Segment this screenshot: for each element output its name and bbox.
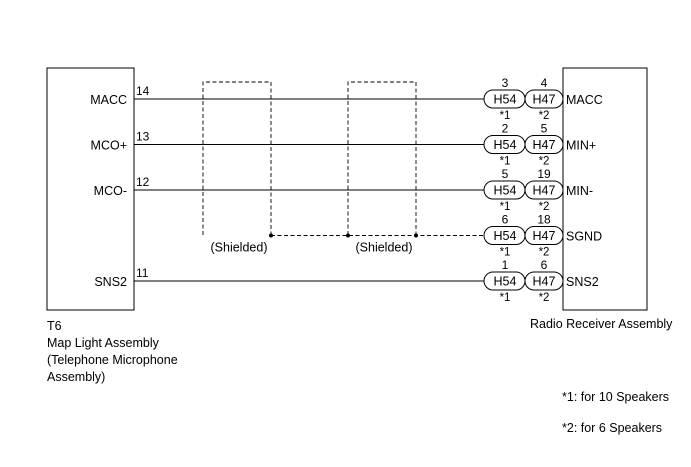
connector-h47-label: H47 [533, 275, 556, 289]
h54-pin-number: 3 [502, 76, 509, 90]
connector-h47-label: H47 [533, 93, 556, 107]
variant-mark-2: *2 [539, 292, 550, 304]
variant-mark-2: *2 [539, 110, 550, 122]
left-pin-number: 14 [136, 84, 150, 98]
shield-box [347, 81, 417, 235]
h47-pin-number: 4 [541, 76, 548, 90]
left-pin-number: 13 [136, 130, 150, 144]
variant-mark-1: *1 [500, 201, 511, 213]
connector-h54-label: H54 [494, 229, 517, 243]
variant-mark-2: *2 [539, 247, 550, 259]
left-signal-label: MCO- [94, 184, 127, 198]
h54-pin-number: 6 [502, 213, 509, 227]
note-2: *2: for 6 Speakers [562, 421, 663, 435]
h54-pin-number: 2 [502, 122, 509, 136]
variant-mark-1: *1 [500, 292, 511, 304]
t6-name-line-1: Map Light Assembly [47, 336, 159, 350]
connector-row: H54 H47 6 18 *1 *2 SGND [483, 213, 602, 259]
connector-h54-label: H54 [494, 184, 517, 198]
t6-label: T6 Map Light Assembly (Telephone Microph… [47, 318, 178, 386]
right-signal-label: SGND [566, 230, 602, 244]
t6-name-line-2: (Telephone Microphone [47, 353, 178, 367]
h54-pin-number: 5 [502, 167, 509, 181]
right-signal-label: SNS2 [566, 275, 599, 289]
t6-name-line-3: Assembly) [47, 370, 106, 384]
connector-h47 [524, 180, 564, 200]
left-pin-number: 12 [136, 175, 150, 189]
connector-h47-label: H47 [533, 138, 556, 152]
connector-h54-label: H54 [494, 138, 517, 152]
shield-junction-dot [414, 233, 418, 238]
h47-pin-number: 6 [541, 258, 548, 272]
t6-component-box [46, 67, 135, 311]
connector-h47 [524, 89, 564, 109]
wires [134, 98, 484, 282]
connector-h47 [524, 271, 564, 291]
variant-mark-1: *1 [500, 247, 511, 259]
shielded-label: (Shielded) [211, 241, 268, 255]
shield-group: (Shielded) (Shielded) [202, 81, 484, 255]
connector-h54-label: H54 [494, 275, 517, 289]
h47-pin-number: 18 [537, 213, 551, 227]
shield-junction-dot [346, 233, 350, 238]
left-signal-label: MCO+ [91, 139, 127, 153]
right-signal-label: MIN+ [566, 139, 596, 153]
note-1: *1: for 10 Speakers [562, 390, 670, 404]
variant-mark-2: *2 [539, 156, 550, 168]
left-pin-number: 11 [136, 266, 149, 280]
connector-h54-label: H54 [494, 93, 517, 107]
radio-receiver-label: Radio Receiver Assembly [530, 317, 673, 331]
h47-pin-number: 5 [541, 122, 548, 136]
shield-junction-dot [269, 233, 273, 238]
variant-mark-1: *1 [500, 156, 511, 168]
connector-h47-label: H47 [533, 184, 556, 198]
t6-component-id: T6 [47, 319, 62, 333]
h54-pin-number: 1 [502, 258, 509, 272]
connector-h47-label: H47 [533, 229, 556, 243]
left-signal-label: MACC [90, 93, 127, 107]
connector-h47 [524, 226, 564, 245]
left-signal-label: SNS2 [94, 275, 127, 289]
right-signal-label: MACC [566, 93, 603, 107]
variant-mark-2: *2 [539, 201, 550, 213]
shield-box [202, 81, 272, 235]
h47-pin-number: 19 [537, 167, 551, 181]
connector-h47 [524, 135, 564, 154]
shielded-label: (Shielded) [356, 241, 413, 255]
right-signal-label: MIN- [566, 184, 593, 198]
variant-mark-1: *1 [500, 110, 511, 122]
